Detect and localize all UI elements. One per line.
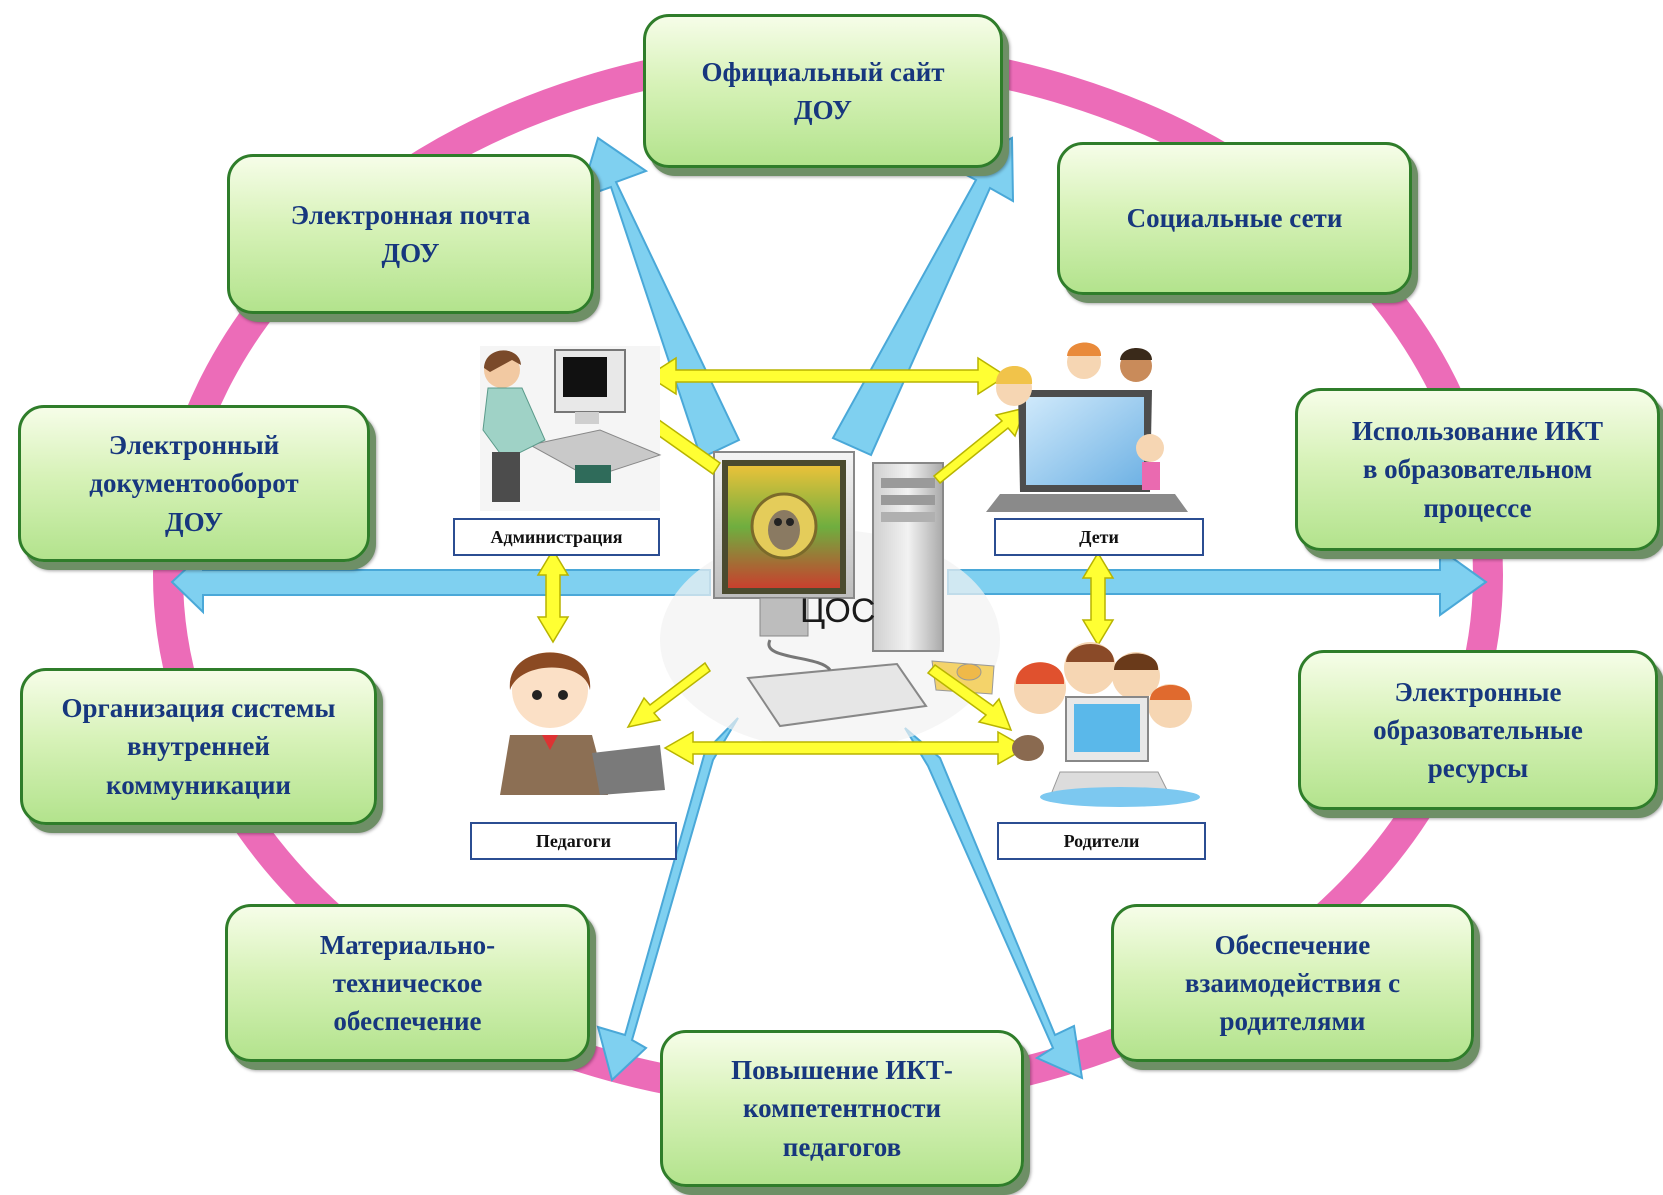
center-label: ЦОС [800, 592, 876, 630]
yellow-arrow-admin-teachers [536, 548, 570, 644]
yellow-arrow-center-teachers [626, 661, 712, 729]
box-ict-use: Использование ИКТ в образовательном проц… [1295, 388, 1660, 551]
box-parents-interaction-text: Обеспечение взаимодействия с родителями [1184, 929, 1401, 1037]
box-official-site: Официальный сайт ДОУ [643, 14, 1003, 168]
teacher-laptop-icon [500, 652, 665, 795]
yellow-arrow-center-parents [926, 663, 1013, 732]
box-electronic-document-flow-text: Электронный документооборот ДОУ [89, 430, 299, 537]
role-label-teachers: Педагоги [470, 822, 677, 860]
role-label-parents: Родители [997, 822, 1206, 860]
box-electronic-resources: Электронные образовательные ресурсы [1298, 650, 1658, 810]
role-label-administration: Администрация [453, 518, 660, 556]
blue-arrow-left [170, 550, 711, 615]
parents-family-icon [1012, 642, 1200, 807]
blue-arrow-down-left [596, 717, 739, 1082]
box-social-networks-text: Социальные сети [1126, 203, 1343, 234]
box-material-support: Материально- техническое обеспечение [225, 904, 590, 1062]
yellow-arrows [536, 356, 1115, 766]
children-laptop-icon [986, 342, 1188, 512]
yellow-arrow-center-children [932, 406, 1027, 485]
admin-person-icon [480, 346, 662, 511]
box-electronic-document-flow: Электронный документооборот ДОУ [18, 405, 370, 562]
blue-arrow-up-right [831, 136, 1015, 457]
kindergarten-emblem-icon [722, 460, 846, 594]
box-material-support-text: Материально- техническое обеспечение [319, 929, 496, 1037]
box-parents-interaction: Обеспечение взаимодействия с родителями [1111, 904, 1474, 1062]
box-social-networks: Социальные сети [1057, 142, 1412, 295]
box-email-text: Электронная почта ДОУ [290, 199, 531, 268]
box-electronic-resources-text: Электронные образовательные ресурсы [1373, 676, 1583, 784]
box-internal-communication-text: Организация системы внутренней коммуника… [61, 693, 336, 800]
box-ict-competence-text: Повышение ИКТ- компетентности педагогов [731, 1055, 953, 1162]
box-ict-competence: Повышение ИКТ- компетентности педагогов [660, 1030, 1024, 1187]
blue-arrow-down-right [904, 727, 1084, 1080]
blue-arrow-right [947, 547, 1488, 617]
box-official-site-text: Официальный сайт ДОУ [701, 56, 945, 125]
role-label-children: Дети [994, 518, 1204, 556]
box-ict-use-text: Использование ИКТ в образовательном проц… [1351, 416, 1604, 523]
box-internal-communication: Организация системы внутренней коммуника… [20, 668, 377, 825]
yellow-arrow-children-parents [1081, 551, 1115, 647]
box-email: Электронная почта ДОУ [227, 154, 594, 314]
